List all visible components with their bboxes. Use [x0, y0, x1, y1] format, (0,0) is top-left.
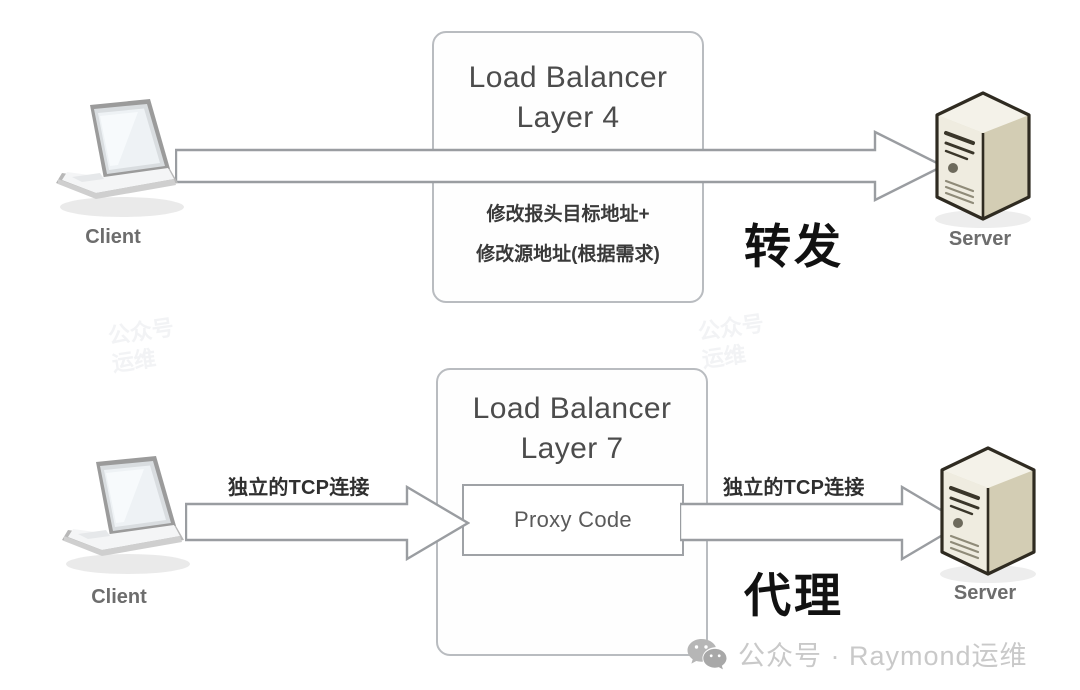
lb4-note-line2: 修改源地址(根据需求) [476, 244, 660, 265]
server-label-layer4: Server [948, 228, 1012, 250]
layer7-mode-label: 代理 [744, 569, 844, 622]
lb7-title-line2: Layer 7 [520, 432, 624, 465]
faint-watermark-left: 公众号 运维 [106, 314, 176, 377]
server-tower-layer7-icon [940, 446, 1036, 583]
wechat-icon [687, 638, 727, 669]
client-label-layer4: Client [85, 226, 141, 248]
bottom-watermark-text: 公众号 · Raymond运维 [738, 641, 1028, 671]
server-tower-layer4-icon [935, 91, 1031, 228]
bottom-watermark: 公众号 · Raymond运维 [686, 634, 1028, 673]
layer7-right-flow-arrow [680, 485, 965, 561]
layer4-flow-arrow [175, 130, 945, 202]
client-laptop-layer7-icon [62, 456, 190, 574]
lb4-title-line2: Layer 4 [516, 101, 620, 134]
layer4-mode-label: 转发 [744, 220, 844, 273]
client-laptop-layer4-icon [56, 99, 184, 217]
lb4-title-line1: Load Balancer [468, 61, 668, 94]
layer7-left-flow-arrow [185, 485, 470, 561]
lb4-note-line1: 修改报头目标地址+ [486, 204, 650, 225]
server-label-layer7: Server [953, 582, 1017, 604]
layer7-right-connection-label: 独立的TCP连接 [723, 477, 865, 499]
client-label-layer7: Client [91, 586, 147, 608]
lb7-title-line1: Load Balancer [472, 392, 672, 425]
faint-watermark-right: 公众号 运维 [696, 310, 766, 373]
proxy-code-box: Proxy Code [462, 484, 684, 556]
layer7-left-connection-label: 独立的TCP连接 [228, 477, 370, 499]
